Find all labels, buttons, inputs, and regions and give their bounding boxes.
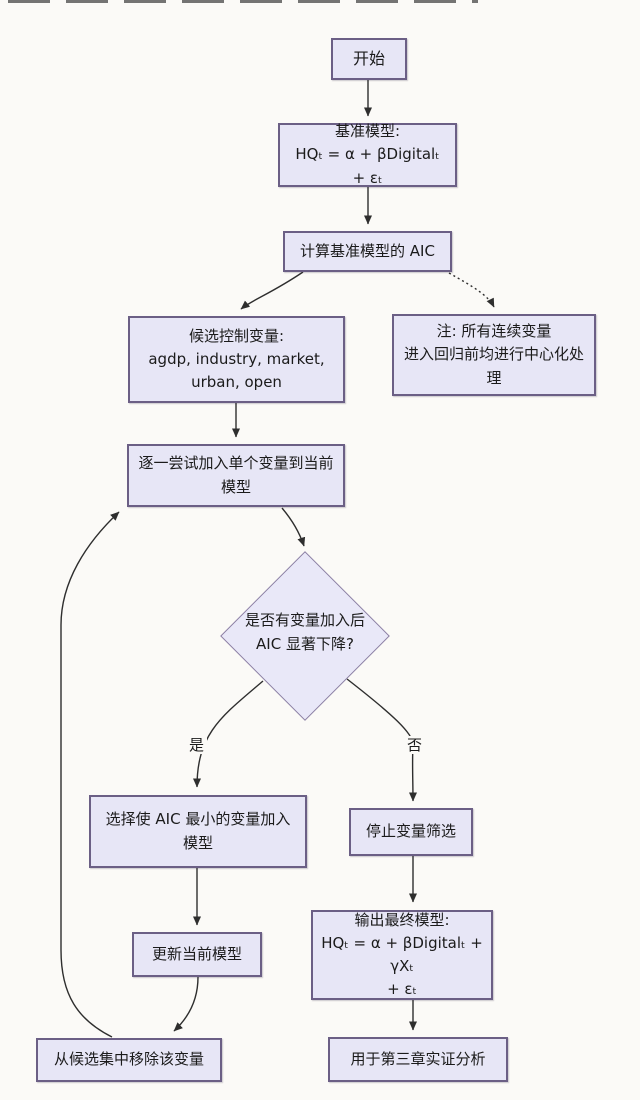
node-output-final-model: 输出最终模型: HQₜ = α + βDigitalₜ + γXₜ + εₜ <box>311 910 493 1000</box>
edge-aic-to-note-dotted <box>448 272 495 308</box>
branch-label-no: 否 <box>404 736 426 754</box>
choose-min-label: 选择使 AIC 最小的变量加入模型 <box>105 810 291 852</box>
node-compute-aic: 计算基准模型的 AIC <box>283 231 452 272</box>
centering-note-line2: 进入回归前均进行中心化处理 <box>403 345 584 387</box>
remove-variable-label: 从候选集中移除该变量 <box>53 1050 204 1069</box>
edge-remove-loop-to-tryadd <box>60 511 120 1038</box>
decision-diamond-text: 是否有变量加入后 AIC 显著下降? <box>215 608 395 656</box>
node-final-use: 用于第三章实证分析 <box>328 1037 508 1082</box>
node-update-model: 更新当前模型 <box>132 932 262 977</box>
node-choose-min-aic: 选择使 AIC 最小的变量加入模型 <box>89 795 307 868</box>
output-final-title: 输出最终模型: <box>354 910 450 929</box>
candidate-vars-line3: urban, open <box>191 373 282 392</box>
edge-decision-yes <box>193 680 264 788</box>
edge-tryadd-to-decision <box>281 507 306 547</box>
branch-label-yes: 是 <box>186 736 208 754</box>
compute-aic-label: 计算基准模型的 AIC <box>300 241 435 260</box>
try-add-label: 逐一尝试加入单个变量到当前模型 <box>138 454 334 496</box>
node-start: 开始 <box>331 38 407 80</box>
baseline-model-title: 基准模型: <box>334 122 401 141</box>
node-baseline-model: 基准模型: HQₜ = α + βDigitalₜ + εₜ <box>278 122 457 187</box>
centering-note-line1: 注: 所有连续变量 <box>436 322 552 341</box>
node-stop-selection: 停止变量筛选 <box>349 808 473 856</box>
node-candidate-vars: 候选控制变量: agdp, industry, market, urban, o… <box>128 316 345 403</box>
node-remove-variable: 从候选集中移除该变量 <box>36 1038 222 1082</box>
decision-line2: AIC 显著下降? <box>256 635 354 653</box>
candidate-vars-title: 候选控制变量: <box>188 326 285 345</box>
update-model-label: 更新当前模型 <box>151 944 242 963</box>
output-final-formula2: + εₜ <box>387 980 417 999</box>
scan-noise-strip <box>8 0 478 3</box>
final-use-label: 用于第三章实证分析 <box>350 1049 486 1068</box>
node-try-add-variable: 逐一尝试加入单个变量到当前模型 <box>127 444 345 507</box>
stop-selection-label: 停止变量筛选 <box>365 822 456 841</box>
node-start-label: 开始 <box>352 48 385 68</box>
baseline-model-formula: HQₜ = α + βDigitalₜ + εₜ <box>295 145 440 187</box>
output-final-formula1: HQₜ = α + βDigitalₜ + γXₜ <box>321 933 483 975</box>
edge-update-to-remove <box>173 976 199 1032</box>
candidate-vars-line2: agdp, industry, market, <box>148 349 325 368</box>
edge-aic-to-candidates <box>240 271 304 310</box>
decision-line1: 是否有变量加入后 <box>244 611 365 629</box>
node-centering-note: 注: 所有连续变量 进入回归前均进行中心化处理 <box>392 314 596 396</box>
